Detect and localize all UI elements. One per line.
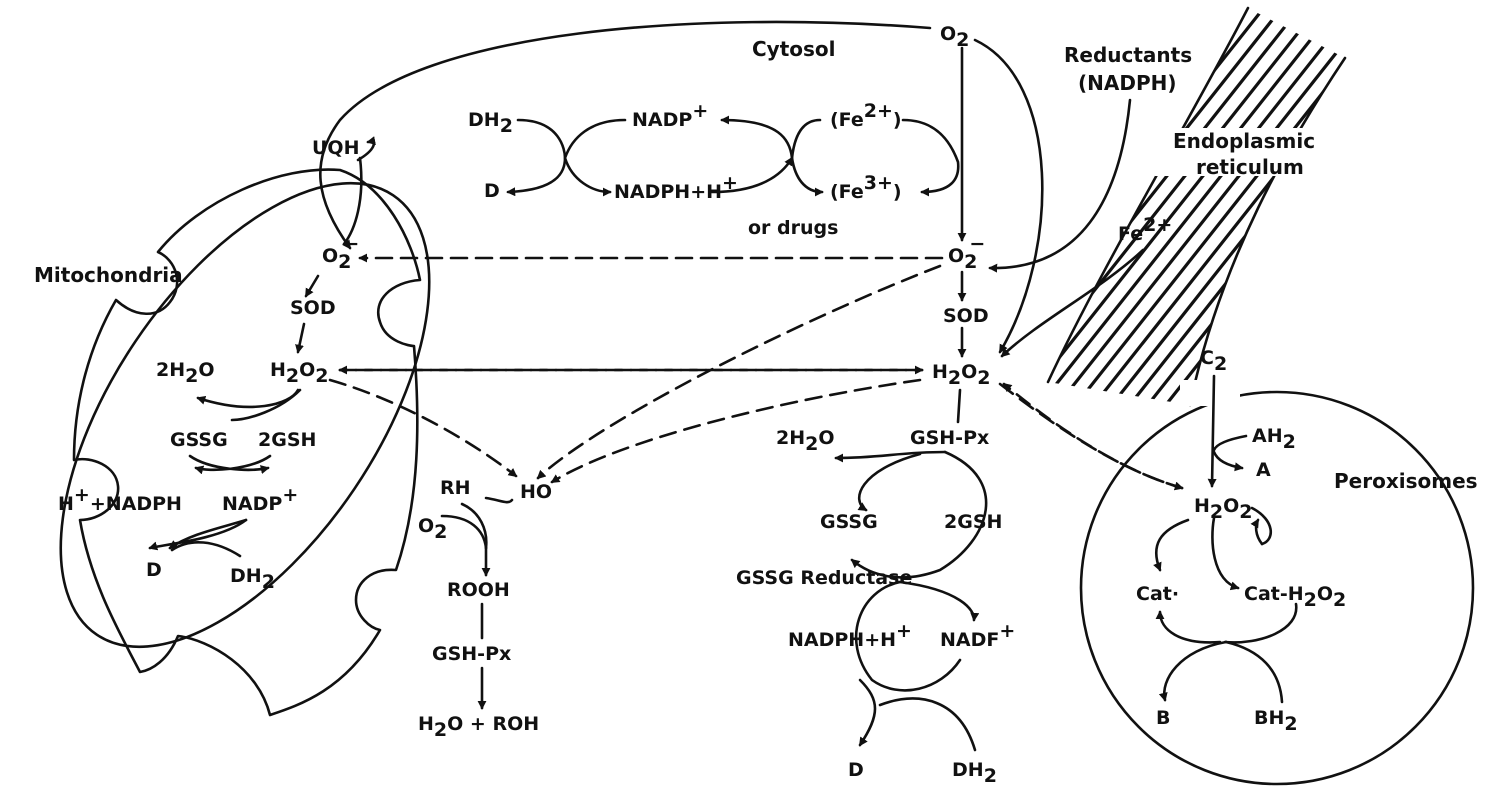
mito-d-label: D [146, 559, 162, 581]
rooh-label: ROOH [447, 579, 510, 601]
lipid-gsh-px-label: GSH-Px [432, 643, 511, 665]
cytosol-d-label: D [848, 759, 864, 781]
o2-top-label: O2 [940, 23, 969, 51]
cytosol-gsh-cycle: GSH-Px 2H2O GSSG 2GSH GSSG Reductase NAD… [736, 388, 1015, 786]
mito-superoxide-label: O2− [322, 233, 359, 273]
cytosol-o2-source: O2 [940, 23, 969, 51]
fe2-er-label: Fe2+ [1118, 214, 1172, 245]
er-label-line2: reticulum [1196, 155, 1304, 179]
cytosol-h2o2-label: H2O2 [932, 361, 991, 389]
cytosol-sod-label: SOD [943, 305, 989, 327]
mitochondria-label: Mitochondria [34, 263, 183, 287]
cytosol-nadph-h-label: NADPH+H+ [788, 620, 912, 651]
mito-h2o2-label: H2O2 [270, 359, 329, 387]
dashed-ros-transfers [328, 253, 1184, 491]
perox-bh2-label: BH2 [1254, 707, 1298, 735]
peroxisome [1079, 380, 1475, 786]
mito-h-nadph-label: H++NADPH [58, 484, 182, 515]
er-hatching [1048, 8, 1345, 405]
mito-gssg-label: GSSG [170, 429, 228, 451]
perox-pathway: C2 AH2 A H2O2 Cat· Cat-H2O2 B BH2 [1136, 347, 1346, 735]
dh2-label: DH2 [468, 109, 513, 137]
er-band [1046, 6, 1347, 407]
d-label: D [484, 180, 500, 202]
ho-label: HO [520, 481, 552, 503]
cytosol-2gsh-label: 2GSH [944, 511, 1002, 533]
cytosol-label: Cytosol [752, 37, 836, 61]
cytosol-gsh-px-label: GSH-Px [910, 427, 989, 449]
mito-2gsh-label: 2GSH [258, 429, 316, 451]
er-label-line1: Endoplasmic [1173, 129, 1315, 153]
mito-2h2o-label: 2H2O [156, 359, 215, 387]
perox-a-label: A [1256, 459, 1271, 481]
mito-pathway: UQH O2− SOD H2O2 2H2O GSSG 2GSH H++NADPH… [58, 136, 376, 593]
cat-label: Cat· [1136, 583, 1179, 605]
gssg-reductase-label: GSSG Reductase [736, 567, 912, 589]
cat-h2o2-label: Cat-H2O2 [1244, 583, 1346, 611]
mito-sod-label: SOD [290, 297, 336, 319]
reductants-label-line2: (NADPH) [1078, 71, 1177, 95]
nadp-fe-cycle: DH2 D NADP+ NADPH+H+ (Fe2+) (Fe3+) or dr… [468, 100, 960, 239]
mito-nadp-label: NADP+ [222, 484, 298, 515]
cytosol-gssg-label: GSSG [820, 511, 878, 533]
perox-b-label: B [1156, 707, 1170, 729]
fe2-label: (Fe2+) [830, 100, 902, 131]
mito-dh2-label: DH2 [230, 565, 275, 593]
cytosol-nadp-label: NADF+ [940, 620, 1015, 651]
mitochondrion [59, 168, 431, 717]
nadph-h-label: NADPH+H+ [614, 172, 738, 203]
perox-o2-label: C2 [1200, 347, 1227, 375]
cytosol-2h2o-label: 2H2O [776, 427, 835, 455]
cytosol-dh2-label: DH2 [952, 759, 997, 786]
fe3-label: (Fe3+) [830, 172, 902, 203]
or-drugs-label: or drugs [748, 217, 838, 239]
cytosol-ros-column: O2− SOD H2O2 [932, 38, 1145, 389]
perox-h2o2-label: H2O2 [1194, 495, 1253, 523]
nadp-label: NADP+ [632, 100, 708, 131]
cytosol-superoxide-label: O2− [948, 233, 985, 273]
rh-label: RH [440, 477, 471, 499]
o2-to-mito-arc [319, 20, 932, 250]
uqh-label: UQH [312, 137, 359, 159]
peroxisomes-label: Peroxisomes [1334, 469, 1478, 493]
lipid-o2-label: O2 [418, 515, 447, 543]
reductants-label-line1: Reductants [1064, 43, 1192, 67]
perox-ah2-label: AH2 [1252, 425, 1296, 453]
lipid-peroxidation: HO RH O2 ROOH GSH-Px H2O + ROH [418, 477, 552, 741]
lipid-products-label: H2O + ROH [418, 713, 539, 741]
